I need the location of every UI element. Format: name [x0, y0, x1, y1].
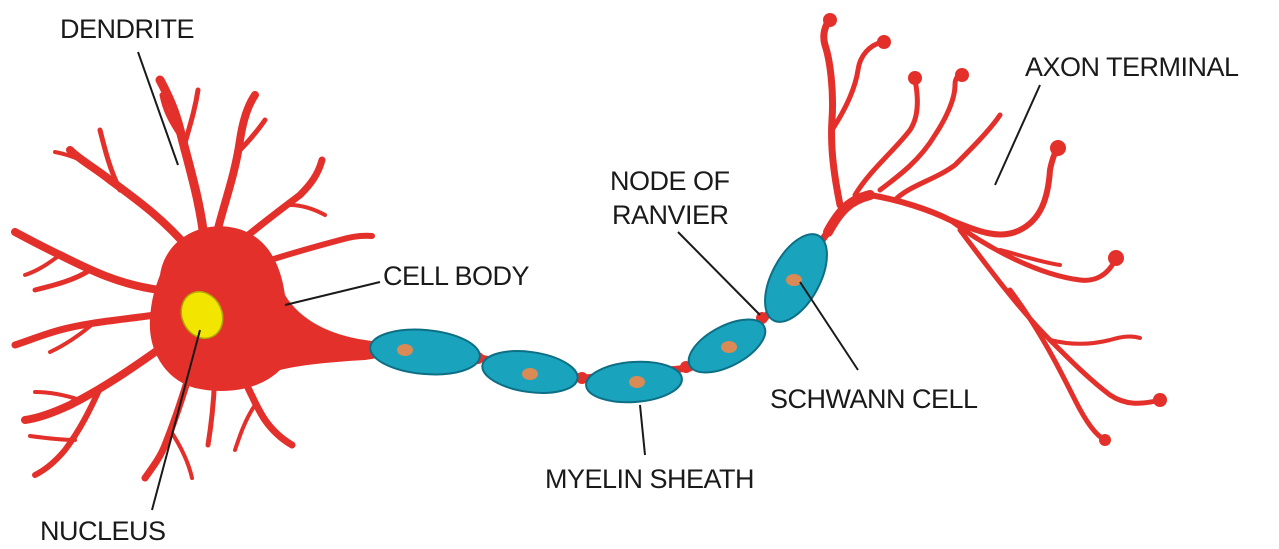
myelin-segment [585, 359, 684, 406]
label-cell-body: CELL BODY [383, 261, 530, 291]
label-dendrite: DENDRITE [60, 14, 194, 44]
label-schwann-cell: SCHWANN CELL [770, 384, 978, 414]
myelin-segment [368, 325, 481, 378]
label-node-of-ranvier-line2: RANVIER [612, 200, 729, 230]
label-axon-terminal: AXON TERMINAL [1025, 52, 1239, 82]
myelin-segment [480, 346, 581, 399]
label-node-of-ranvier-line1: NODE OF [610, 166, 730, 196]
label-myelin-sheath: MYELIN SHEATH [545, 464, 754, 494]
axon-terminal-branches [824, 20, 1160, 440]
label-nucleus: NUCLEUS [40, 516, 166, 546]
myelin-sheath [368, 224, 839, 405]
